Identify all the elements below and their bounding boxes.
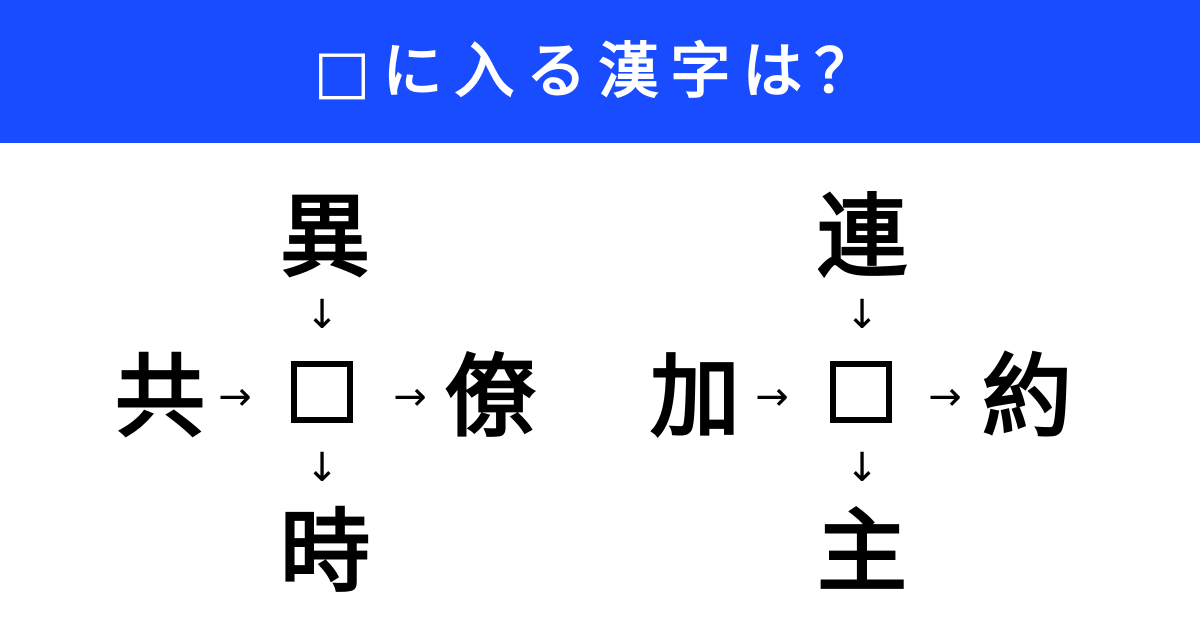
top-kanji: 連 (817, 185, 907, 290)
arrow-right-right: → (928, 374, 962, 420)
puzzle-2: 連 ↓ 加 → → 約 ↓ 主 (600, 143, 1200, 628)
top-kanji: 異 (280, 185, 370, 290)
right-kanji: 僚 (445, 345, 535, 450)
page-title: □に入る漢字は？ (313, 36, 887, 107)
blank-box (291, 361, 353, 423)
arrow-down-top: ↓ (845, 292, 879, 338)
arrow-right-right: → (393, 374, 427, 420)
right-kanji: 約 (982, 345, 1072, 450)
arrow-right-left: → (755, 374, 789, 420)
bottom-kanji: 時 (280, 500, 370, 605)
left-kanji: 共 (115, 345, 205, 450)
arrow-down-bottom: ↓ (845, 445, 879, 491)
puzzle-1: 異 ↓ 共 → → 僚 ↓ 時 (0, 143, 600, 628)
arrow-right-left: → (218, 374, 252, 420)
title-banner: □に入る漢字は？ (0, 0, 1200, 143)
left-kanji: 加 (650, 345, 740, 450)
blank-box (830, 361, 892, 423)
arrow-down-bottom: ↓ (305, 445, 339, 491)
arrow-down-top: ↓ (305, 292, 339, 338)
bottom-kanji: 主 (817, 500, 907, 605)
